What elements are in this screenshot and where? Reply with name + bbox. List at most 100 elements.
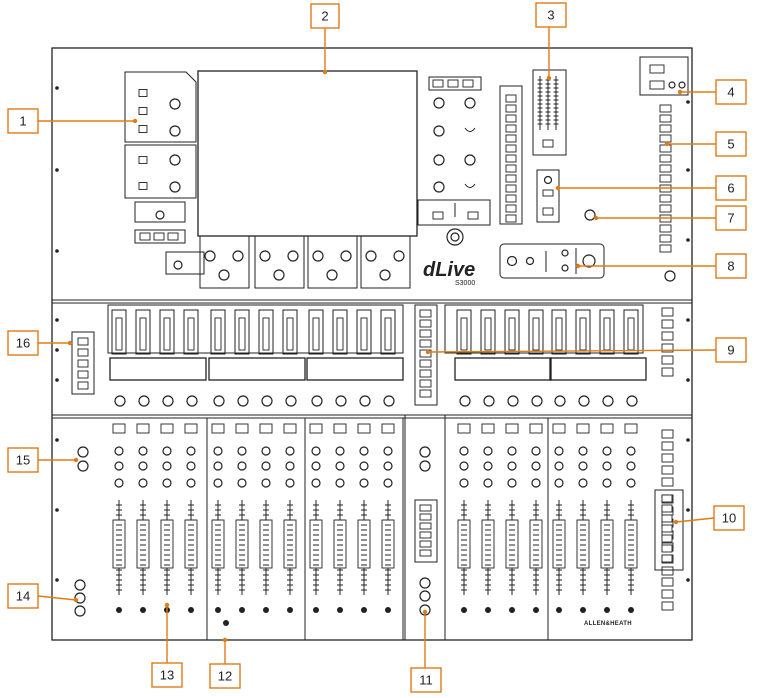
strip-dot: [509, 607, 515, 613]
pfl-panel: [165, 251, 205, 275]
strip-select-button: [160, 423, 174, 434]
callout-box: [7, 583, 39, 609]
strip-dot: [116, 607, 122, 613]
callout-leader: [37, 595, 77, 601]
preamp-gain-knob: [169, 98, 181, 110]
softkey-column: [659, 104, 674, 611]
rotary-panel: [254, 235, 305, 289]
callout-1: 1: [7, 108, 138, 134]
display-meter: [508, 317, 516, 351]
strip-knob: [162, 461, 172, 471]
strip-knob: [359, 461, 369, 471]
callout-leader-dot: [593, 215, 599, 221]
display-meter: [262, 317, 270, 351]
strip-knob: [383, 461, 393, 471]
fader-area: [74, 418, 684, 640]
callout-box: [715, 205, 747, 231]
rotary-panel: [307, 235, 358, 289]
screw: [686, 318, 690, 322]
callout-leader-dot: [673, 519, 679, 525]
layer-button: [419, 309, 432, 318]
strip-dot: [239, 607, 245, 613]
fader-cap: [600, 519, 614, 569]
strip-select-button: [624, 423, 638, 434]
screen-key: [447, 79, 459, 88]
strip-knob: [237, 446, 247, 456]
brand-text: ALLEN&HEATH: [584, 621, 632, 627]
rotary-knob: [232, 250, 244, 262]
screw: [686, 100, 690, 104]
navigation-key: [467, 211, 479, 220]
callout-leader: [427, 349, 717, 353]
scene-button: [505, 164, 517, 173]
strip-dot: [485, 607, 491, 613]
display-frame: [575, 309, 591, 355]
strip-dot: [215, 607, 221, 613]
strip-knob: [554, 446, 564, 456]
rotary-knob: [365, 250, 377, 262]
softkey-button: [659, 244, 672, 253]
display-frame: [258, 309, 274, 355]
strip-knob: [213, 478, 223, 488]
fader-cap: [160, 519, 174, 569]
strip-dot: [263, 607, 269, 613]
callout-box: [535, 2, 567, 28]
strip-knob: [459, 478, 469, 488]
strip-knob: [531, 478, 541, 488]
monitor-panel: [499, 243, 605, 279]
fader-cap: [381, 519, 395, 569]
fader-cap: [552, 519, 566, 569]
master-knob: [77, 446, 89, 458]
mix-button-panel: [134, 229, 186, 244]
master-knob: [419, 446, 431, 458]
meter-panel: [532, 69, 567, 156]
lcd-strip: [549, 357, 647, 381]
preamp-button: [138, 156, 148, 164]
callout-box: [151, 662, 183, 688]
display-meter: [460, 317, 468, 351]
touch-screen[interactable]: [197, 70, 418, 237]
callout-box: [713, 505, 745, 531]
softkey-button: [661, 465, 674, 475]
usb-panel: [639, 56, 689, 96]
softkey-button: [661, 355, 674, 365]
screen-key: [462, 79, 474, 88]
preamp-button: [138, 89, 148, 97]
rotary-knob: [379, 269, 391, 281]
screen-right-knob: [464, 97, 476, 109]
display-frame: [599, 309, 615, 355]
display-frame: [332, 309, 348, 355]
strip-knob: [261, 478, 271, 488]
talkback-panel: [536, 169, 596, 223]
strip-knob: [213, 461, 223, 471]
fader-cap: [136, 519, 150, 569]
layer-button-panel: [414, 304, 438, 406]
fader-cap: [457, 519, 471, 569]
screen-right-knob: [433, 154, 445, 166]
screen-right-knob: [433, 181, 445, 193]
strip-knob: [114, 446, 124, 456]
strip-knob: [554, 461, 564, 471]
strip-rotary-knob: [383, 395, 395, 407]
strip-knob: [578, 446, 588, 456]
strip-select-button: [211, 423, 225, 434]
screw: [55, 249, 59, 253]
rotary-knob: [259, 250, 271, 262]
softkey-button: [661, 566, 674, 576]
strip-knob: [578, 478, 588, 488]
scene-button: [505, 134, 517, 143]
layer-button: [419, 369, 432, 378]
insert-knob: [155, 210, 165, 220]
callout-leader-dot: [322, 69, 328, 75]
screw: [55, 348, 59, 352]
strip-knob: [531, 461, 541, 471]
display-meter: [214, 317, 222, 351]
fader-cap: [184, 519, 198, 569]
custom-key: [419, 513, 432, 521]
master-knob: [74, 579, 86, 591]
strip-dot: [580, 607, 586, 613]
strip-knob: [335, 461, 345, 471]
callout-4: 4: [677, 79, 747, 105]
scroll-mark: [464, 183, 476, 188]
